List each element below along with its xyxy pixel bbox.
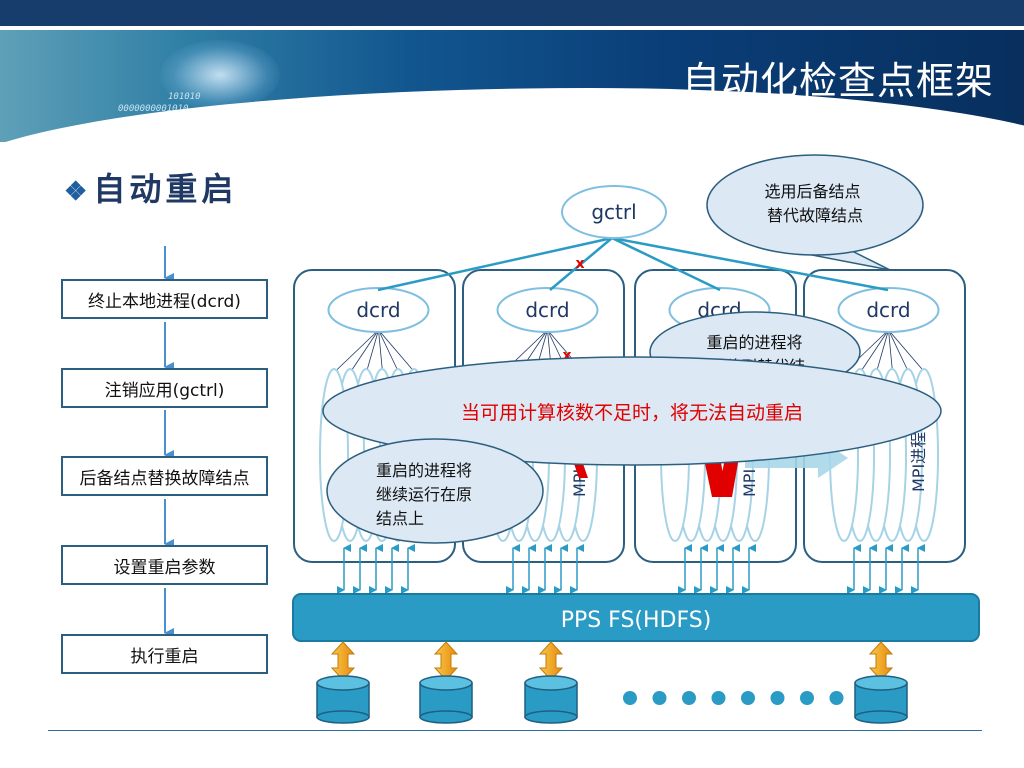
fan-line — [366, 329, 379, 373]
disk-bottom — [524, 710, 578, 724]
fan-line — [378, 329, 415, 373]
storage-group — [316, 641, 908, 724]
storage-disk — [419, 641, 473, 724]
diamond-bullet-icon: ❖ — [64, 177, 88, 207]
header-banner: 101010 0000000001010 — [0, 30, 1024, 142]
fan-line — [378, 329, 399, 373]
pps-fs-bar — [292, 593, 980, 642]
disk-top — [854, 675, 908, 691]
step-terminate-local-process: 终止本地进程(dcrd) — [61, 279, 268, 319]
storage-disk — [524, 641, 578, 724]
callout-bubble — [706, 154, 924, 256]
fan-line — [860, 329, 889, 373]
disk-top — [524, 675, 578, 691]
disk-bottom — [419, 710, 473, 724]
step-replace-failed-node: 后备结点替换故障结点 — [61, 456, 268, 496]
fan-line — [876, 329, 889, 373]
fan-line — [378, 329, 383, 373]
fan-line — [350, 329, 379, 373]
banner-glow — [160, 40, 280, 110]
ellipsis-dot — [711, 691, 726, 705]
fan-line — [334, 329, 379, 373]
callout-select-backup: 选用后备结点 替代故障结点 — [764, 182, 865, 225]
callout-line: 结点上 — [376, 509, 424, 528]
callout-line: 替代故障结点 — [767, 206, 863, 225]
callout-line: 选用后备结点 — [764, 182, 860, 201]
disk-top — [316, 675, 370, 691]
mpi-label: MPI — [740, 469, 759, 497]
ellipsis-dot — [800, 691, 814, 705]
storage-disk — [854, 641, 908, 724]
banner-binary-2: 0000000001010 — [118, 104, 189, 114]
callout-continue: 重启的进程将 继续运行在原 结点上 — [376, 461, 477, 528]
ellipsis-dot — [623, 691, 637, 705]
callout-line: 重启的进程将 — [376, 461, 472, 480]
callout-line: 重启的进程将 — [706, 333, 802, 352]
gctrl-link — [549, 237, 613, 291]
section-heading-text: 自动重启 — [93, 170, 238, 208]
more-storage-dots — [623, 691, 844, 705]
gctrl-link — [611, 236, 721, 292]
fan-line — [888, 329, 909, 373]
top-divider — [0, 26, 1024, 30]
banner-binary-1: 101010 — [168, 92, 201, 102]
step-deregister-app: 注销应用(gctrl) — [61, 368, 268, 408]
slide-title: 自动化检查点框架 — [681, 59, 994, 103]
dcrd-label: dcrd — [866, 298, 910, 322]
ellipsis-dot — [682, 691, 696, 705]
dcrd-ellipse — [327, 287, 430, 333]
bottom-rule — [48, 730, 982, 731]
warning-text: 当可用计算核数不足时，将无法自动重启 — [461, 402, 803, 424]
disk-bottom — [316, 710, 370, 724]
dcrd-ellipse — [837, 287, 940, 333]
step-execute-restart: 执行重启 — [61, 634, 268, 674]
transfer-arrow-icon — [330, 641, 356, 681]
disk-top — [419, 675, 473, 691]
transfer-arrow-icon — [433, 641, 459, 681]
ellipsis-dot — [652, 691, 667, 705]
ellipsis-dot — [829, 691, 844, 705]
fan-line — [888, 329, 925, 373]
gctrl-ellipse — [561, 185, 667, 239]
link-failure-mark: x — [575, 256, 584, 272]
transfer-arrow-icon — [868, 641, 894, 681]
section-heading: ❖自动重启 — [64, 164, 237, 210]
gctrl-label: gctrl — [591, 200, 636, 224]
top-bar — [0, 0, 1024, 26]
fan-line — [888, 329, 893, 373]
node-failure-mark: x — [562, 348, 571, 364]
ellipsis-dot — [770, 691, 785, 705]
mpi-label: MPI进程 — [909, 432, 928, 492]
transfer-arrow-icon — [538, 641, 564, 681]
callout-line: 继续运行在原 — [376, 485, 472, 504]
callout-continue-bubble — [326, 438, 544, 544]
gctrl-link — [377, 236, 613, 292]
disk-bottom — [854, 710, 908, 724]
gctrl-link — [611, 236, 889, 292]
step-set-restart-params: 设置重启参数 — [61, 545, 268, 585]
ellipsis-dot — [741, 691, 755, 705]
pps-fs-label: PPS FS(HDFS) — [561, 608, 712, 633]
storage-disk — [316, 641, 370, 724]
dcrd-label: dcrd — [525, 298, 569, 322]
dcrd-ellipse — [496, 287, 599, 333]
warning-bubble — [322, 356, 942, 466]
dcrd-label: dcrd — [356, 298, 400, 322]
